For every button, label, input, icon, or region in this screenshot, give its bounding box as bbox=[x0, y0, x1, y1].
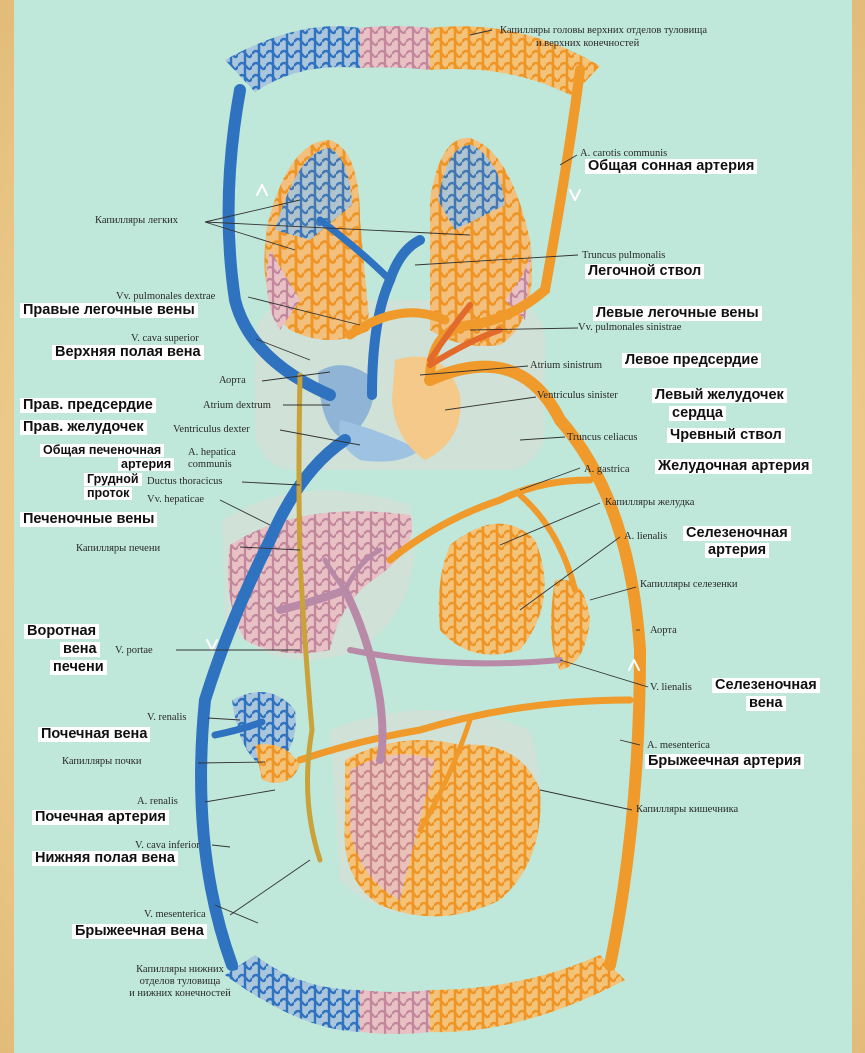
label-ru-gastric: Желудочная артерия bbox=[655, 459, 812, 474]
label-ru-mesenteric-vein: Брыжеечная вена bbox=[72, 924, 207, 939]
label-cap-stomach: Капилляры желудка bbox=[605, 497, 694, 508]
label-ru-pulm-left: Левые легочные вены bbox=[593, 306, 762, 321]
label-ru-thoracic-duct: Грудной bbox=[84, 473, 142, 486]
label-a-hepatica: A. hepatica bbox=[188, 447, 236, 458]
label-a-renalis: A. renalis bbox=[137, 796, 178, 807]
label-a-lienalis: A. lienalis bbox=[624, 531, 667, 542]
label-v-portae: V. portae bbox=[115, 645, 153, 656]
label-ru-portal-3: печени bbox=[50, 660, 107, 675]
label-cap-head: Капилляры головы верхних отделов туловищ… bbox=[500, 25, 707, 36]
label-truncus-pulm: Truncus pulmonalis bbox=[582, 250, 665, 261]
label-ru-atrium-left: Левое предсердие bbox=[622, 353, 761, 368]
label-truncus-celiacus: Truncus celiacus bbox=[567, 432, 637, 443]
label-v-renalis: V. renalis bbox=[147, 712, 186, 723]
label-ru-pulm-right: Правые легочные вены bbox=[20, 303, 198, 318]
label-cap-kidney: Капилляры почки bbox=[62, 756, 141, 767]
label-a-hepatica-2: communis bbox=[188, 459, 232, 470]
label-ru-hepatic-art: Общая печеночная bbox=[40, 444, 164, 457]
label-ventriculus-dexter: Ventriculus dexter bbox=[173, 424, 250, 435]
label-ru-thoracic-duct-2: проток bbox=[84, 487, 132, 500]
label-cap-lungs: Капилляры легких bbox=[95, 215, 178, 226]
label-a-mesenterica: A. mesenterica bbox=[647, 740, 710, 751]
label-cap-intestine: Капилляры кишечника bbox=[636, 804, 738, 815]
label-ru-splenic-vein-2: вена bbox=[746, 696, 786, 711]
label-ru-truncus-pulm: Легочной ствол bbox=[585, 264, 704, 279]
label-ru-cava-inf: Нижняя полая вена bbox=[32, 851, 178, 866]
label-ru-renal-art: Почечная артерия bbox=[32, 810, 169, 825]
label-ru-atrium-right: Прав. предсердие bbox=[20, 398, 156, 413]
label-ru-portal-2: вена bbox=[60, 642, 100, 657]
label-v-mesenterica: V. mesenterica bbox=[144, 909, 206, 920]
label-ru-ventricle-left: Левый желудочек bbox=[652, 388, 787, 403]
label-ru-cava-sup: Верхняя полая вена bbox=[52, 345, 204, 360]
label-cap-lower: Капилляры нижних bbox=[100, 964, 260, 975]
label-ru-hepatic-veins: Печеночные вены bbox=[20, 512, 157, 527]
label-ru-celiac: Чревный ствол bbox=[667, 428, 785, 443]
label-cap-liver: Капилляры печени bbox=[76, 543, 160, 554]
label-cap-lower-3: и нижних конечностей bbox=[100, 988, 260, 999]
upper-body-capillaries bbox=[225, 26, 600, 96]
label-cap-spleen: Капилляры селезенки bbox=[640, 579, 738, 590]
label-cap-head-2: и верхних конечностей bbox=[536, 38, 639, 49]
label-vv-hepaticae: Vv. hepaticae bbox=[147, 494, 204, 505]
lower-body-capillaries bbox=[225, 955, 625, 1034]
label-ru-hepatic-art-2: артерия bbox=[118, 458, 174, 471]
label-ventriculus-sinister: Ventriculus sinister bbox=[537, 390, 618, 401]
label-ru-splenic-vein: Селезеночная bbox=[712, 678, 820, 693]
label-vv-pulm-dextrae: Vv. pulmonales dextrae bbox=[116, 291, 215, 302]
label-atrium-dextrum: Atrium dextrum bbox=[203, 400, 271, 411]
label-vv-pulm-sinistrae: Vv. pulmonales sinistrae bbox=[578, 322, 681, 333]
label-ru-splenic-art-2: артерия bbox=[705, 543, 769, 558]
label-ru-mesenteric-art: Брыжеечная артерия bbox=[645, 754, 804, 769]
label-ru-renal-vein: Почечная вена bbox=[38, 727, 150, 742]
label-ductus-thoracicus: Ductus thoracicus bbox=[147, 476, 223, 487]
label-ru-ventricle-left-2: сердца bbox=[669, 406, 726, 421]
label-a-gastrica: A. gastrica bbox=[584, 464, 629, 475]
label-ru-carotis: Общая сонная артерия bbox=[585, 159, 757, 174]
label-ru-portal: Воротная bbox=[24, 624, 99, 639]
label-cap-lower-2: отделов туловища bbox=[100, 976, 260, 987]
label-ru-ventricle-right: Прав. желудочек bbox=[20, 420, 147, 435]
label-v-cava-sup: V. cava superior bbox=[131, 333, 199, 344]
label-v-lienalis: V. lienalis bbox=[650, 682, 692, 693]
label-ru-splenic-art: Селезеночная bbox=[683, 526, 791, 541]
label-aorta-top: Аорта bbox=[219, 375, 246, 386]
label-atrium-sinistrum: Atrium sinistrum bbox=[530, 360, 602, 371]
label-aorta-low: Аорта bbox=[650, 625, 677, 636]
